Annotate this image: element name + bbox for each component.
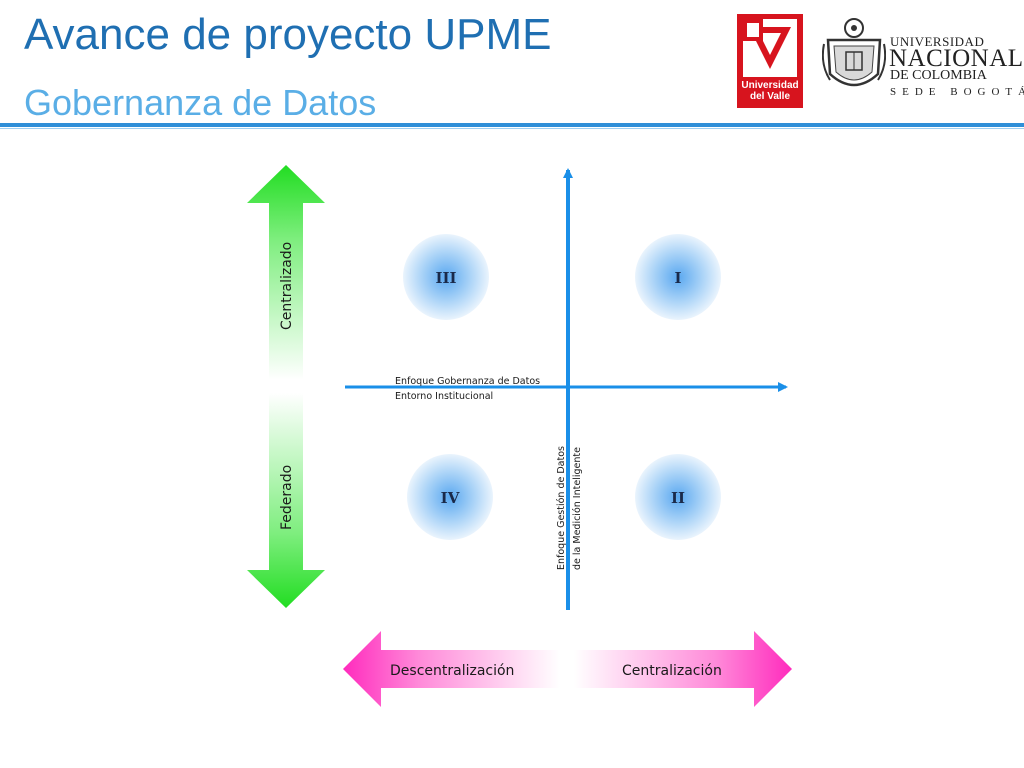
quadrant-III-bubble [403,234,489,320]
quadrant-III: III [403,234,489,320]
quadrant-II: II [635,454,721,540]
label-federado: Federado [279,465,295,530]
quadrant-II-label: II [671,489,685,507]
pink-arrow-left-shape [343,631,560,707]
header-divider [0,123,1024,127]
unal-seal-icon [822,18,886,87]
page-title: Avance de proyecto UPME [24,10,552,59]
label-centralizado: Centralizado [279,242,295,330]
green-arrow-down-shape [247,393,325,608]
quadrant-III-label: III [435,269,456,287]
valle-logo-line2: del Valle [749,91,791,102]
quadrant-II-bubble [635,454,721,540]
x-axis-label-line1: Enfoque Gobernanza de Datos [395,376,540,387]
valle-logo-line1: Universidad [741,80,799,91]
label-descentralizacion: Descentralización [390,663,514,679]
x-axis-label-line2: Entorno Institucional [395,391,493,402]
horizontal-centralization-arrow: Descentralización Centralización [343,631,792,707]
valle-logo-text: Universidad del Valle [737,80,803,102]
header-divider-thin [0,128,1024,129]
quadrant-IV-label: IV [441,489,460,507]
quadrant-IV: IV [407,454,493,540]
logo-universidad-del-valle: Universidad del Valle [737,14,803,108]
unal-logo-line4: SEDE BOGOTÁ [890,86,1024,98]
quadrant-I-bubble [635,234,721,320]
unal-logo-line3: DE COLOMBIA [890,68,987,83]
label-centralizacion: Centralización [622,663,722,679]
unal-logo-line1: UNIVERSIDAD [890,34,985,49]
y-axis-label-line2: de la Medición Inteligente [572,447,583,570]
quadrant-I: I [635,234,721,320]
vertical-centralization-arrow: Centralizado Federado [247,165,325,608]
pink-arrow-right-shape [574,631,792,707]
green-arrow-up-shape [247,165,325,380]
valle-mark-icon [743,19,797,77]
unal-logo-line2: NACIONAL [889,45,1024,72]
page-subtitle: Gobernanza de Datos [24,82,377,123]
quadrant-I-label: I [674,269,681,287]
y-axis-label-line1: Enfoque Gestión de Datos [556,446,567,570]
quadrant-IV-bubble [407,454,493,540]
